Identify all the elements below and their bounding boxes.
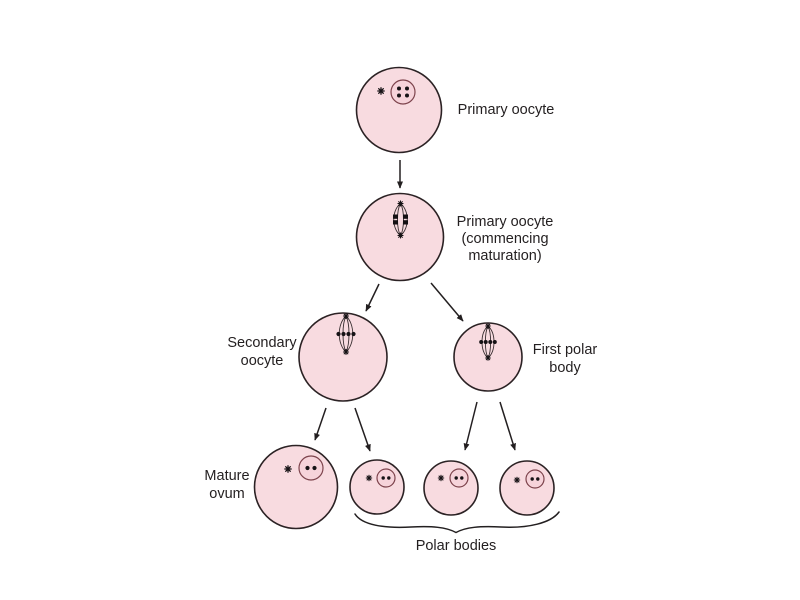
- primary-oocyte-maturing-label: Primary oocyte (commencing maturation): [456, 214, 554, 264]
- first-polar-body-cell: [453, 322, 523, 392]
- arrow-secondary-to-polar-body-1: [354, 407, 371, 452]
- primary-oocyte-cell: [355, 66, 443, 154]
- centriole-icon: [437, 474, 445, 482]
- arrow-secondary-to-mature-ovum: [314, 407, 327, 441]
- centriole-icon: [513, 476, 521, 484]
- secondary-oocyte-label: Secondary oocyte: [227, 335, 297, 369]
- centriole-icon: [377, 87, 385, 95]
- polar-body-3-cell: [499, 460, 555, 516]
- meiotic-spindle-icon: [393, 200, 408, 239]
- secondary-oocyte-cell: [298, 312, 388, 402]
- polar-bodies-brace: [354, 511, 560, 534]
- arrow-maturing-to-secondary-oocyte: [365, 283, 380, 312]
- polar-bodies-label: Polar bodies: [415, 538, 497, 554]
- centriole-icon: [365, 474, 373, 482]
- mature-ovum-cell: [253, 444, 339, 530]
- meiotic-spindle-icon: [479, 323, 497, 361]
- first-polar-body-label: First polar body: [532, 342, 598, 376]
- polar-body-2-cell: [423, 460, 479, 516]
- mature-ovum-label: Mature ovum: [204, 468, 250, 502]
- arrow-first-polar-to-polar-body-2: [463, 401, 478, 451]
- polar-body-1-cell: [349, 459, 405, 515]
- centriole-icon: [284, 465, 292, 473]
- primary-oocyte-label: Primary oocyte: [457, 102, 555, 118]
- arrow-maturing-to-first-polar-body: [430, 282, 464, 322]
- arrow-first-polar-to-polar-body-3: [499, 401, 516, 451]
- maturing-primary-oocyte-cell: [355, 192, 445, 282]
- meiotic-spindle-icon: [336, 312, 356, 356]
